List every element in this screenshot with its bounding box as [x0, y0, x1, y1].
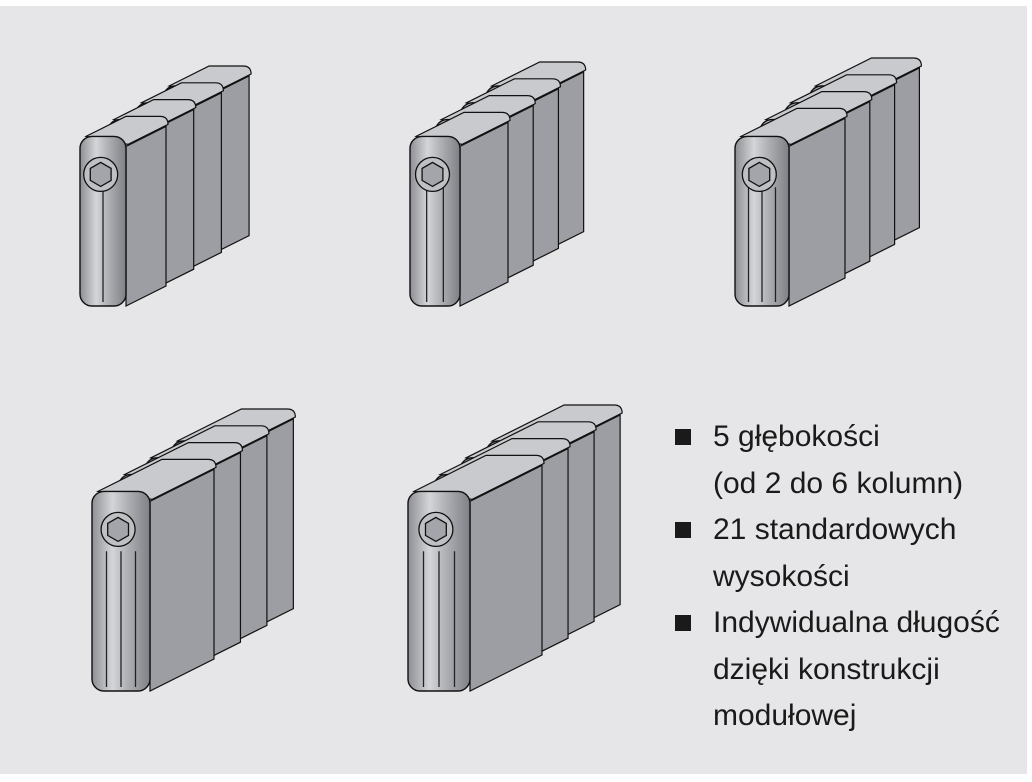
feature-text: 21 standardowych [713, 513, 957, 546]
radiator-2-columns [79, 65, 252, 307]
product-panel: 5 głębokości (od 2 do 6 kolumn) 21 stand… [0, 6, 1027, 774]
feature-text: wysokości [713, 559, 850, 593]
radiator-section-side [125, 125, 167, 307]
feature-text: 5 głębokości [713, 420, 880, 453]
hex-plug-icon [107, 516, 130, 543]
radiator-section-side [788, 117, 846, 307]
feature-list: 5 głębokości (od 2 do 6 kolumn) 21 stand… [675, 414, 1000, 740]
feature-text: dzięki konstrukcji [713, 652, 940, 686]
radiator-section-top [739, 107, 848, 146]
radiator-6-columns [407, 404, 623, 692]
radiator-5-columns [91, 408, 296, 692]
radiator-section-side [149, 468, 215, 692]
radiator-section-top [96, 458, 217, 501]
radiator-3-columns [409, 61, 587, 307]
radiator-4-columns [734, 57, 923, 307]
radiator-section-side [469, 464, 543, 692]
feature-text: Indywidualna długość [713, 606, 1000, 639]
square-bullet-icon [675, 615, 691, 631]
radiator-section-top [411, 454, 545, 501]
square-bullet-icon [675, 522, 691, 538]
hex-plug-icon [424, 516, 447, 543]
hex-plug-icon [748, 161, 771, 188]
hex-plug-icon [89, 161, 112, 188]
radiator-section-side [459, 121, 509, 307]
square-bullet-icon [675, 429, 691, 445]
feature-item: 5 głębokości (od 2 do 6 kolumn) [675, 414, 1000, 507]
feature-text: (od 2 do 6 kolumn) [713, 466, 964, 500]
feature-item: 21 standardowych wysokości [675, 507, 1000, 600]
feature-item: Indywidualna długość dzięki konstrukcji … [675, 600, 1000, 740]
hex-plug-icon [421, 161, 444, 188]
feature-text: modułowej [713, 699, 857, 732]
